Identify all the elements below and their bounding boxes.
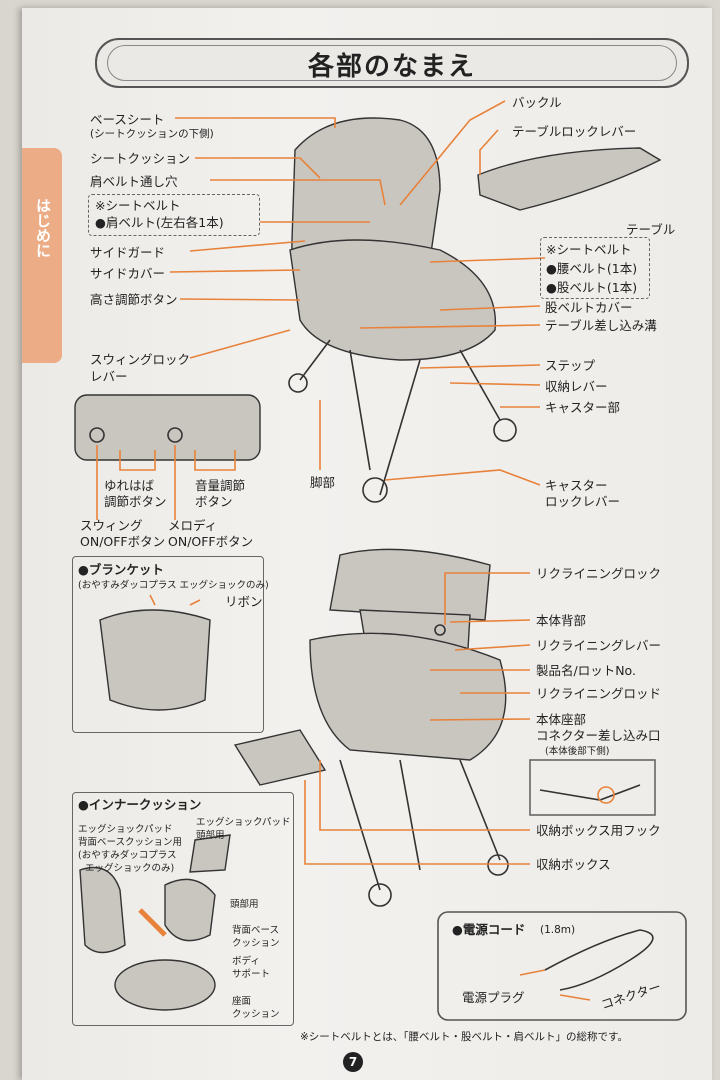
title-banner: 各部のなまえ xyxy=(95,38,689,88)
label-volume-adjust: 音量調節 xyxy=(195,478,246,493)
label-buckle: バックル xyxy=(512,95,562,110)
label-storage-box: 収納ボックス xyxy=(536,857,611,872)
label-waist-belt: ●腰ベルト(1本) xyxy=(546,261,638,276)
bouncer-chair-front-illustration xyxy=(288,117,662,503)
label-table-lock: テーブルロックレバー xyxy=(512,124,637,139)
label-legs: 脚部 xyxy=(310,475,336,490)
label-base-seat-note: (シートクッションの下側) xyxy=(90,128,214,140)
label-back-body: 本体背部 xyxy=(536,613,587,628)
page-title: 各部のなまえ xyxy=(307,52,476,82)
label-seat-cushion: シートクッション xyxy=(90,151,191,166)
seatbelt-box-left xyxy=(88,194,260,236)
label-table: テーブル xyxy=(626,222,676,237)
footnote: ※シートベルトとは、「腰ベルト・股ベルト・肩ベルト」の総称です。 xyxy=(300,1031,628,1043)
label-box-hook: 収納ボックス用フック xyxy=(536,823,661,838)
label-shoulder-hole: 肩ベルト通し穴 xyxy=(90,174,178,189)
label-base-seat: ベースシート xyxy=(90,112,165,127)
leader-lines-top xyxy=(169,100,546,486)
label-connector-note: (本体後部下側) xyxy=(545,746,610,757)
label-shoulder-belt: ●肩ベルト(左右各1本) xyxy=(95,215,224,230)
label-storage-lever: 収納レバー xyxy=(545,379,608,394)
label-product-name: 製品名/ロットNo. xyxy=(536,663,636,678)
label-back-base-2: クッション xyxy=(232,938,280,949)
label-egg-back-2: 背面ベースクッション用 xyxy=(78,837,183,848)
label-seat-cushion-inner-2: クッション xyxy=(232,1009,280,1020)
label-seatbelt-head: ※シートベルト xyxy=(95,198,181,213)
power-cord-length: (1.8m) xyxy=(540,924,576,936)
connector-inset xyxy=(529,759,656,816)
label-swing-onoff: スウィング xyxy=(80,518,143,533)
label-crotch-cover: 股ベルトカバー xyxy=(545,300,633,315)
label-body-support: ボディ xyxy=(232,956,260,967)
label-head: 頭部用 xyxy=(230,899,259,910)
label-recline-rod: リクライニングロッド xyxy=(536,686,662,701)
control-panel-illustration xyxy=(74,394,261,520)
blanket-box xyxy=(72,556,264,733)
label-volume-adjust-2: ボタン xyxy=(195,494,233,509)
label-egg-back-3: (おやすみダッコプラス xyxy=(78,850,177,861)
label-swing-adjust-2: 調節ボタン xyxy=(104,494,167,509)
label-power-plug: 電源プラグ xyxy=(462,990,525,1005)
label-egg-back-4: エッグショックのみ) xyxy=(85,863,175,874)
blanket-illustration xyxy=(99,594,211,711)
label-side-cover: サイドカバー xyxy=(90,266,166,281)
label-table-slot: テーブル差し込み溝 xyxy=(545,318,657,333)
label-swing-lock: スウィングロック xyxy=(90,352,191,367)
label-caster-lock-2: ロックレバー xyxy=(545,494,621,509)
section-tab-label: はじめに xyxy=(34,198,52,258)
power-cord-illustration xyxy=(437,911,687,1021)
label-swing-adjust: ゆれはば xyxy=(104,478,155,493)
page-number: 7 xyxy=(343,1052,363,1072)
label-step: ステップ xyxy=(545,358,596,373)
label-seatbelt-head-2: ※シートベルト xyxy=(546,242,632,257)
label-crotch-belt: ●股ベルト(1本) xyxy=(546,280,638,295)
label-seat-body: 本体座部 xyxy=(536,712,587,727)
label-egg-head-2: 頭部用 xyxy=(196,830,225,841)
label-melody-onoff-2: ON/OFFボタン xyxy=(168,534,254,549)
label-back-base: 背面ベース xyxy=(232,925,280,936)
section-tab: はじめに xyxy=(22,148,62,363)
label-egg-head: エッグショックパッド xyxy=(196,817,291,828)
inner-cushion-box xyxy=(72,792,294,1026)
inner-cushion-title: ●インナークッション xyxy=(78,797,202,812)
label-height-button: 高さ調節ボタン xyxy=(90,292,178,307)
label-caster: キャスター部 xyxy=(545,400,621,415)
label-melody-onoff: メロディ xyxy=(168,518,218,533)
label-egg-back: エッグショックパッド xyxy=(78,824,173,835)
label-recline-lock: リクライニングロック xyxy=(536,566,662,581)
label-swing-lock-2: レバー xyxy=(90,369,128,384)
label-side-guard: サイドガード xyxy=(90,245,166,260)
label-seat-cushion-inner: 座面 xyxy=(232,996,252,1007)
label-ribbon: リボン xyxy=(225,594,263,609)
leader-lines-back xyxy=(304,572,531,865)
label-body-support-2: サポート xyxy=(232,969,271,980)
power-cord-title: ●電源コード xyxy=(452,922,526,937)
inner-cushion-illustration xyxy=(79,834,231,1011)
label-connector-slot: コネクター差し込み口 xyxy=(536,728,661,743)
seatbelt-box-right xyxy=(540,237,650,299)
label-recline-lever: リクライニングレバー xyxy=(536,638,662,653)
bouncer-chair-back-illustration xyxy=(233,548,509,907)
label-swing-onoff-2: ON/OFFボタン xyxy=(80,534,166,549)
blanket-note: (おやすみダッコプラス エッグショックのみ) xyxy=(78,580,269,591)
blanket-title: ●ブランケット xyxy=(78,562,164,577)
label-caster-lock: キャスター xyxy=(545,478,608,493)
